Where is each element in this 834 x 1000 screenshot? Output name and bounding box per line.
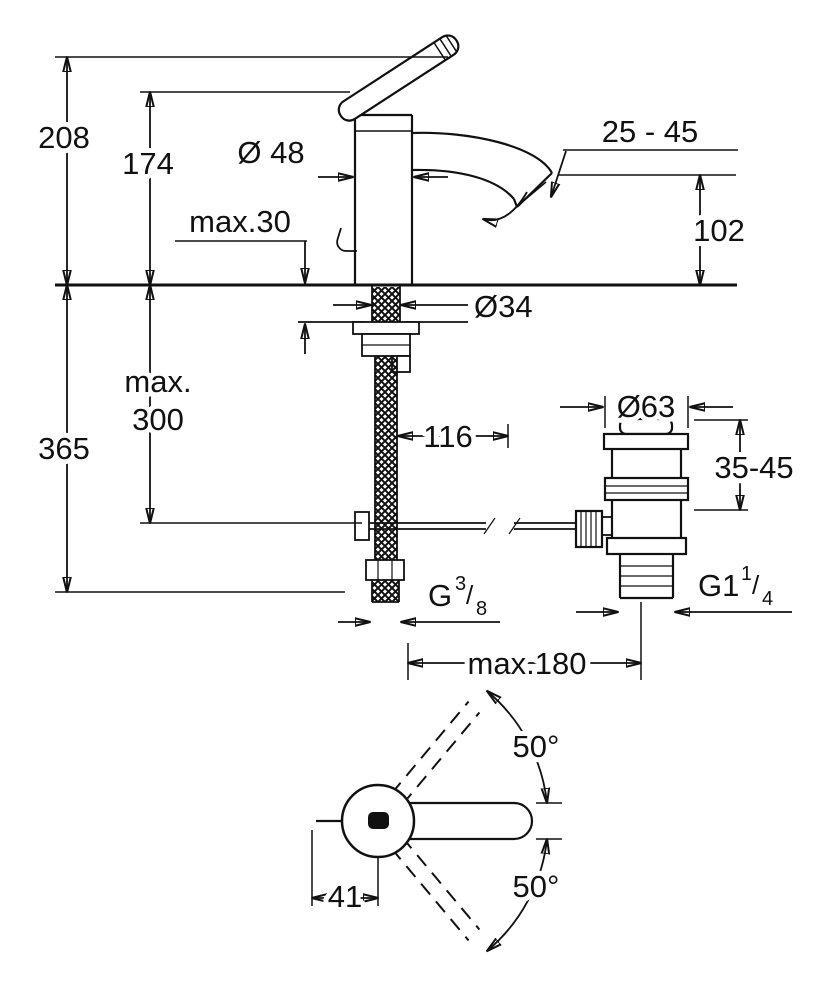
spout-angle-arrow <box>483 191 528 220</box>
dim-35-45: 35-45 <box>694 419 799 511</box>
dim-label-g38-sub: 8 <box>476 598 487 620</box>
supply-hose <box>365 356 405 603</box>
dim-label-max300-value: 300 <box>132 402 184 437</box>
dimensions: 208 174 Ø 48 max.30 25 - 45 102 <box>33 56 799 686</box>
dim-label-208: 208 <box>38 120 90 155</box>
dim-label-dia48: Ø 48 <box>237 135 304 170</box>
dim-41: 41 <box>311 830 379 919</box>
dim-label-max180: max.180 <box>468 646 587 681</box>
lever-plan-outline <box>409 801 534 841</box>
drain-lower-flange <box>605 536 688 556</box>
drain-seal-ring <box>603 476 690 502</box>
dim-label-g38-slash: / <box>466 580 474 610</box>
dim-label-116: 116 <box>423 419 472 454</box>
dim-102: 102 <box>558 174 750 285</box>
hose-connector-nut <box>365 559 405 581</box>
dim-label-max30: max.30 <box>189 204 291 239</box>
dim-g114: G1 1 / 4 <box>576 558 792 612</box>
rod-break-marks <box>483 517 521 535</box>
rod-knurled-knob <box>574 509 604 549</box>
dim-116: 116 <box>398 414 509 459</box>
rod-clamp <box>354 511 370 541</box>
handle-swing-upper: 50° <box>390 691 564 806</box>
dim-max300: max. 300 <box>119 285 362 524</box>
faucet-spout <box>411 131 553 208</box>
dim-max30: max.30 <box>175 199 307 354</box>
top-view: 50° 50° 41 <box>311 691 564 952</box>
drain-flange <box>602 432 690 451</box>
dim-365: 365 <box>33 285 345 593</box>
cartridge-slot <box>368 812 389 829</box>
dim-label-35-45: 35-45 <box>714 450 793 485</box>
dim-label-g114-slash: / <box>752 570 760 600</box>
dim-label-g114-sup: 1 <box>741 563 752 585</box>
dim-label-50-upper: 50° <box>513 729 560 764</box>
pop-up-rod <box>354 511 577 541</box>
dim-label-max300-word: max. <box>124 364 191 399</box>
upper-swing-arc <box>487 691 547 803</box>
dim-dia63: Ø63 <box>560 384 733 429</box>
dim-dia48: Ø 48 <box>232 130 448 177</box>
handle-swing-lower: 50° <box>390 836 564 952</box>
dim-label-g114-base: G1 <box>698 568 739 603</box>
dim-label-50-lower: 50° <box>513 869 560 904</box>
below-deck-hardware <box>352 285 420 373</box>
drain-assembly <box>574 417 690 680</box>
dim-174: 174 <box>117 91 350 285</box>
dim-max180: max.180 <box>407 641 641 686</box>
dim-dia34: Ø34 <box>333 284 538 329</box>
dim-label-102: 102 <box>693 213 745 248</box>
dim-label-365: 365 <box>38 431 90 466</box>
faucet-lever <box>337 34 460 122</box>
lower-swing-arc <box>487 839 547 951</box>
dim-label-25-45: 25 - 45 <box>602 114 699 149</box>
faucet-body <box>336 113 414 285</box>
dim-label-g114-sub: 4 <box>762 588 773 610</box>
dim-208: 208 <box>33 56 448 285</box>
dim-label-174: 174 <box>122 146 174 181</box>
dim-spout-range-25-45: 25 - 45 <box>483 109 738 220</box>
handle-plan <box>316 783 562 859</box>
mounting-washer <box>352 321 420 335</box>
spout-angle-leader <box>551 150 567 197</box>
pull-rod-hook <box>336 227 357 252</box>
dim-label-g38-base: G <box>428 578 452 613</box>
dim-label-dia63: Ø63 <box>617 389 676 424</box>
dim-label-g38-sup: 3 <box>455 573 466 595</box>
dim-label-41: 41 <box>328 879 362 914</box>
dim-g38: G 3 / 8 <box>338 568 500 622</box>
dim-label-dia34: Ø34 <box>474 289 533 324</box>
